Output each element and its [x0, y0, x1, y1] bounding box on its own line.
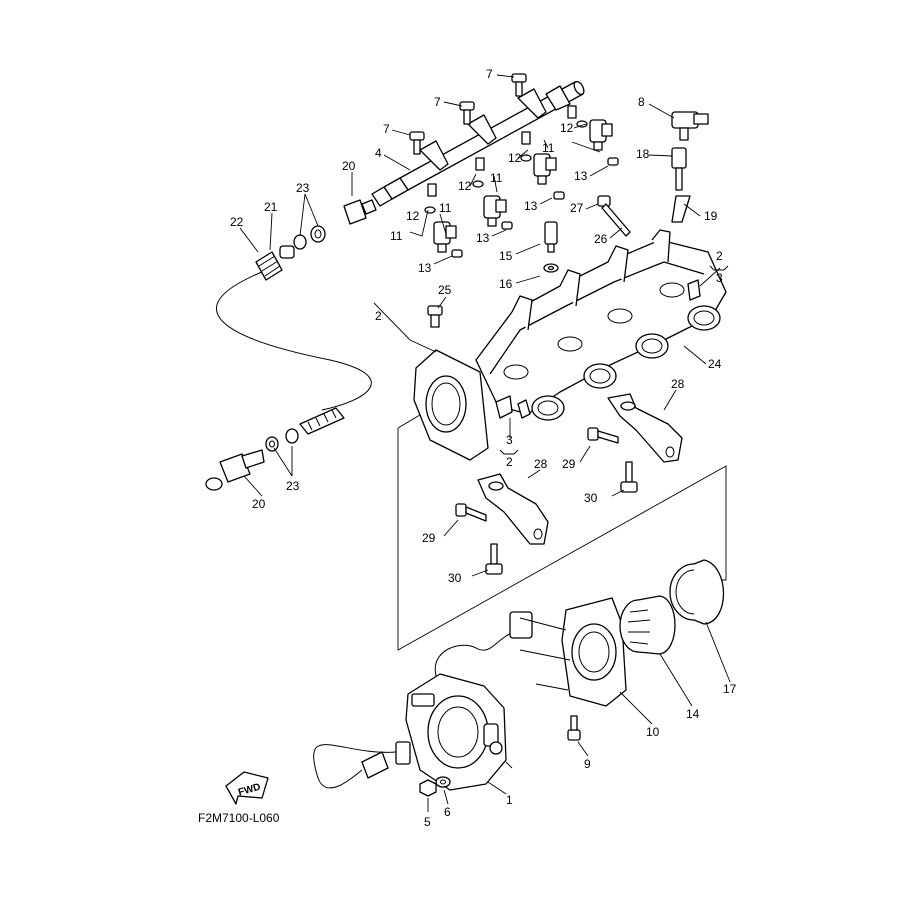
bolt-9 — [567, 715, 581, 741]
callout-11: 11 — [490, 171, 503, 185]
bolt-29-upper — [587, 427, 619, 444]
washer-6 — [435, 776, 451, 788]
callout-8: 8 — [638, 95, 645, 109]
callout-20: 20 — [342, 159, 356, 173]
callout-16: 16 — [499, 277, 513, 291]
callout-11: 11 — [439, 201, 452, 215]
callout-13: 13 — [574, 169, 588, 183]
callout-2: 2 — [506, 455, 513, 469]
callout-12: 12 — [560, 121, 574, 135]
callout-21: 21 — [264, 200, 278, 214]
callout-24: 24 — [708, 357, 722, 371]
callout-29: 29 — [562, 457, 576, 471]
callout-4: 4 — [375, 146, 382, 160]
pressure-sensor — [671, 111, 709, 223]
callout-17: 17 — [723, 682, 737, 696]
callout-22: 22 — [230, 215, 244, 229]
nut-5 — [419, 779, 437, 797]
callout-9: 9 — [584, 757, 591, 771]
callout-13: 13 — [524, 199, 538, 213]
bolt-30-upper — [620, 461, 638, 493]
injector-4 — [576, 119, 619, 166]
callout-12: 12 — [458, 179, 472, 193]
rail-bolt-2 — [459, 101, 475, 125]
bracket-28-lower — [477, 473, 549, 545]
callout-29: 29 — [422, 531, 436, 545]
callout-11: 11 — [542, 141, 555, 155]
fwd-arrow-icon: FWD — [225, 771, 269, 805]
callout-18: 18 — [636, 147, 650, 161]
callout-27: 27 — [570, 201, 584, 215]
callout-30: 30 — [448, 571, 462, 585]
temp-sensor — [543, 221, 559, 273]
callout-3: 3 — [716, 271, 723, 285]
callout-10: 10 — [646, 725, 660, 739]
callout-25: 25 — [438, 283, 452, 297]
throttle-body — [313, 611, 533, 791]
callout-30: 30 — [584, 491, 598, 505]
callout-7: 7 — [434, 95, 441, 109]
callout-15: 15 — [499, 249, 513, 263]
fuel-hose-assembly — [205, 199, 377, 491]
callout-12: 12 — [508, 151, 522, 165]
callout-7: 7 — [486, 67, 493, 81]
callout-6: 6 — [444, 805, 451, 819]
bolt-25 — [427, 305, 443, 328]
callout-23: 23 — [296, 181, 310, 195]
bracket-28-upper — [607, 393, 683, 463]
callout-26: 26 — [594, 232, 608, 246]
injector-3 — [520, 153, 565, 200]
callout-5: 5 — [424, 815, 431, 829]
flame-arrestor — [619, 595, 676, 655]
fuel-rail — [371, 80, 585, 207]
intake-manifold — [475, 229, 727, 421]
throttle-adapter — [413, 349, 489, 461]
callout-28: 28 — [671, 377, 685, 391]
callout-3: 3 — [506, 433, 513, 447]
callout-19: 19 — [704, 209, 718, 223]
rail-bolt-1 — [409, 131, 425, 155]
callout-12: 12 — [406, 209, 420, 223]
bolt-27 — [597, 195, 631, 237]
callout-2: 2 — [375, 309, 382, 323]
callout-23: 23 — [286, 479, 300, 493]
callout-14: 14 — [686, 707, 700, 721]
seal-ring — [669, 559, 724, 625]
callout-labels: 7 7 7 4 8 18 19 20 21 23 22 2 11 12 11 1… — [230, 67, 737, 829]
injector-2 — [472, 180, 513, 230]
rail-bolt-3 — [511, 73, 527, 97]
callout-20: 20 — [252, 497, 266, 511]
callout-13: 13 — [476, 231, 490, 245]
bolt-30-lower — [485, 543, 503, 575]
callout-1: 1 — [506, 793, 513, 807]
diagram-code: F2M7100-L060 — [198, 811, 280, 825]
bolt-29-lower — [455, 503, 487, 522]
callout-2: 2 — [716, 249, 723, 263]
callout-28: 28 — [534, 457, 548, 471]
callout-7: 7 — [383, 122, 390, 136]
callout-11: 11 — [390, 229, 403, 243]
callout-13: 13 — [418, 261, 432, 275]
leader-lines — [239, 74, 731, 812]
adapter-plate — [519, 597, 627, 707]
